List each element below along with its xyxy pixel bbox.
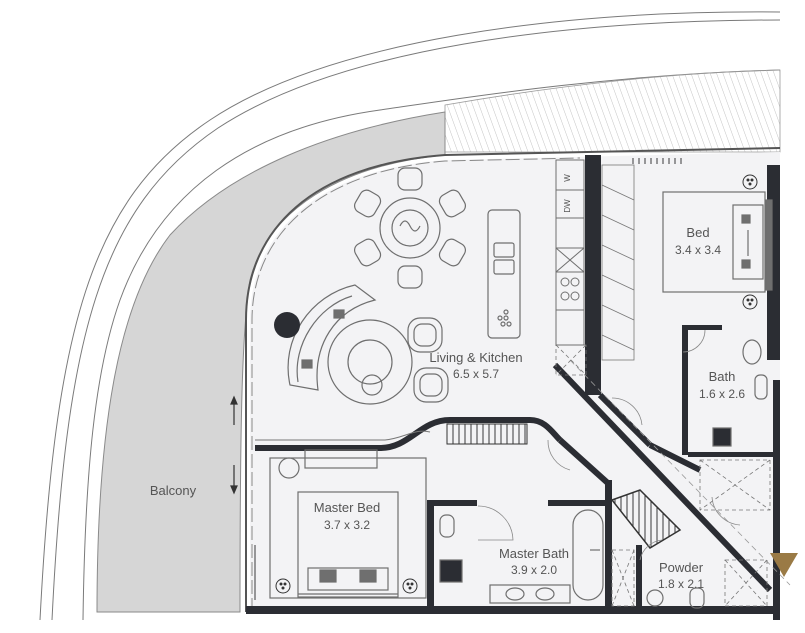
service-shafts <box>555 344 771 607</box>
label-bath-name: Bath <box>709 369 736 384</box>
fan-icon <box>275 174 758 594</box>
label-living-dims: 6.5 x 5.7 <box>453 367 499 381</box>
staircase <box>610 489 682 549</box>
label-bed-dims: 3.4 x 3.4 <box>675 243 721 257</box>
vent-grille <box>253 545 258 600</box>
door-swings <box>477 329 741 561</box>
building-outline <box>39 11 781 621</box>
north-arrow-icon <box>770 553 798 577</box>
balcony-floor <box>96 111 446 613</box>
label-powder-name: Powder <box>659 560 704 575</box>
label-master-bed-name: Master Bed <box>314 500 380 515</box>
dishwasher-label: DW <box>563 199 572 213</box>
label-master-bath-name: Master Bath <box>499 546 569 561</box>
label-balcony: Balcony <box>150 483 197 498</box>
facade-glazing <box>245 147 781 612</box>
label-powder-dims: 1.8 x 2.1 <box>658 577 704 591</box>
wardrobe-slats <box>446 423 528 445</box>
living-furniture <box>287 284 449 405</box>
bath-fixtures <box>439 339 768 609</box>
kitchen-island <box>487 209 521 339</box>
label-master-bath-dims: 3.9 x 2.0 <box>511 563 557 577</box>
walls <box>246 155 780 620</box>
curved-partition-wall <box>255 417 563 451</box>
terrace-hatch <box>444 69 781 153</box>
bedroom-bed <box>662 191 773 293</box>
sliding-door-arrow-icon <box>230 395 238 495</box>
washer-label: W <box>563 174 572 182</box>
dining-set <box>354 167 466 289</box>
room-labels: Balcony Living & Kitchen 6.5 x 5.7 Bed 3… <box>150 225 745 591</box>
label-bath-dims: 1.6 x 2.6 <box>699 387 745 401</box>
diagonal-walls <box>552 362 773 593</box>
radiator <box>632 158 682 164</box>
bedroom-wardrobe <box>601 164 635 361</box>
kitchen-cabinets <box>555 159 585 346</box>
round-column <box>274 312 300 338</box>
label-master-bed-dims: 3.7 x 3.2 <box>324 518 370 532</box>
master-bed <box>269 449 427 599</box>
label-living-name: Living & Kitchen <box>429 350 522 365</box>
label-bed-name: Bed <box>686 225 709 240</box>
